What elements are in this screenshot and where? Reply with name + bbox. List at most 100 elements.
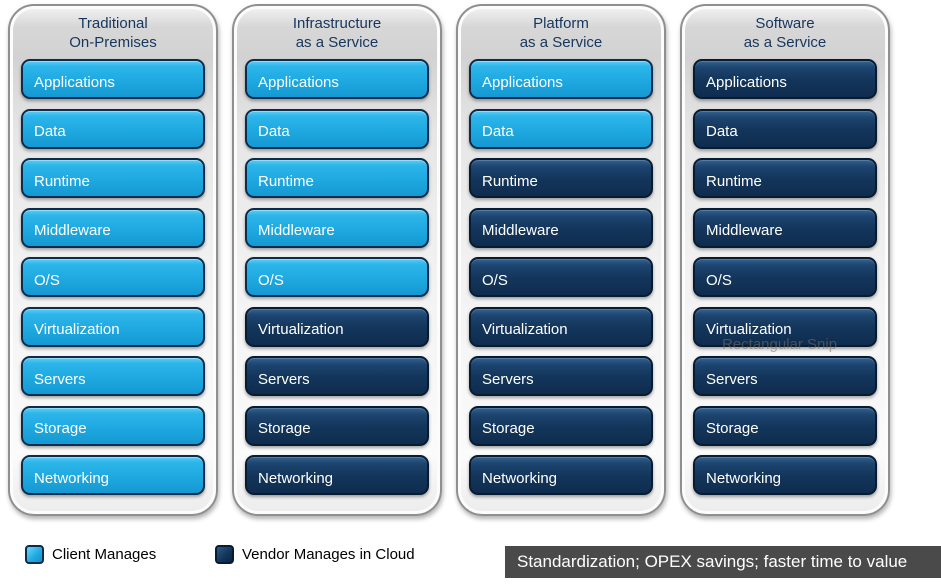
layer-box-applications: Applications [21,59,205,99]
column-panel-platform-as-a-service: Platform as a Service Applications Data … [456,4,666,516]
layer-label: Runtime [34,172,90,190]
layer-label: Servers [258,370,310,388]
column-title-line2: as a Service [295,34,379,51]
column-title-line1: Software [755,15,815,32]
layer-box-runtime: Runtime [245,158,429,198]
layer-label: O/S [34,271,60,289]
layer-box-os: O/S [245,257,429,297]
layer-label: Middleware [34,222,111,239]
layer-box-virtualization: Virtualization [693,306,877,347]
layer-label: O/S [482,271,508,289]
takeaway-banner-text: Standardization; OPEX savings; faster ti… [517,552,908,571]
layer-label: Storage [706,420,759,437]
layer-box-middleware: Middleware [469,207,653,248]
client-color-swatch-icon [25,545,44,564]
column-title-line2: On-Premises [69,34,157,51]
layer-label: Servers [482,370,534,388]
column-panel-infrastructure-as-a-service: Infrastructure as a Service Applications… [232,4,442,516]
column-title: Traditional On-Premises [10,14,216,52]
layer-label: Data [482,123,514,140]
layer-box-middleware: Middleware [245,207,429,248]
layer-label: Middleware [258,222,335,239]
column-title: Infrastructure as a Service [234,14,440,52]
service-model-panels: Traditional On-Premises Applications Dat… [8,4,890,516]
layer-box-middleware: Middleware [693,207,877,248]
layer-label: Applications [482,73,563,91]
layer-box-runtime: Runtime [693,158,877,198]
layer-label: Applications [258,73,339,91]
column-title-line2: as a Service [743,34,827,51]
layer-label: Virtualization [258,321,344,338]
column-title-line2: as a Service [519,34,603,51]
layer-stack: Applications Data Runtime Middleware O/S… [469,59,653,495]
column-title: Platform as a Service [458,14,664,52]
layer-box-data: Data [693,108,877,149]
layer-label: Virtualization [34,321,120,338]
layer-box-runtime: Runtime [21,158,205,198]
layer-label: Applications [34,73,115,91]
layer-label: Storage [34,420,87,437]
layer-stack: Applications Data Runtime Middleware O/S… [693,59,877,495]
layer-box-data: Data [245,108,429,149]
layer-box-storage: Storage [21,405,205,446]
layer-label: Storage [482,420,535,437]
takeaway-banner: Standardization; OPEX savings; faster ti… [505,546,941,578]
column-title-line1: Traditional [78,15,148,32]
vendor-color-swatch-icon [215,545,234,564]
layer-label: Data [258,123,290,140]
legend-item-client-manages: Client Manages [25,545,156,564]
layer-box-middleware: Middleware [21,207,205,248]
column-title-line1: Infrastructure [292,15,382,32]
layer-box-networking: Networking [693,455,877,495]
layer-box-storage: Storage [245,405,429,446]
layer-box-servers: Servers [469,356,653,396]
column-title: Software as a Service [682,14,888,52]
layer-label: Networking [258,469,334,487]
column-title-line1: Platform [533,15,589,32]
layer-label: O/S [706,271,732,289]
layer-label: Data [34,123,66,140]
layer-label: Runtime [482,172,538,190]
layer-label: Data [706,123,738,140]
layer-label: Storage [258,420,311,437]
layer-label: Middleware [482,222,559,239]
layer-box-applications: Applications [245,59,429,99]
layer-label: Applications [706,73,787,91]
layer-box-applications: Applications [693,59,877,99]
column-panel-software-as-a-service: Software as a Service Applications Data … [680,4,890,516]
layer-label: Networking [482,469,558,487]
column-panel-traditional-on-premises: Traditional On-Premises Applications Dat… [8,4,218,516]
layer-box-servers: Servers [21,356,205,396]
layer-box-networking: Networking [469,455,653,495]
layer-label: Runtime [706,172,762,190]
layer-box-networking: Networking [21,455,205,495]
layer-box-os: O/S [469,257,653,297]
layer-box-runtime: Runtime [469,158,653,198]
legend-label: Vendor Manages in Cloud [242,546,415,563]
layer-box-virtualization: Virtualization [469,306,653,347]
layer-label: Networking [706,469,782,487]
layer-label: O/S [258,271,284,289]
layer-label: Middleware [706,222,783,239]
layer-box-servers: Servers [693,356,877,396]
layer-label: Virtualization [482,321,568,338]
layer-box-applications: Applications [469,59,653,99]
layer-stack: Applications Data Runtime Middleware O/S… [21,59,205,495]
legend-label: Client Manages [52,546,157,563]
layer-label: Networking [34,469,110,487]
legend-item-vendor-manages: Vendor Manages in Cloud [215,545,415,564]
layer-label: Runtime [258,172,314,190]
layer-label: Servers [706,370,758,388]
layer-box-servers: Servers [245,356,429,396]
layer-box-virtualization: Virtualization [245,306,429,347]
layer-label: Virtualization [706,321,792,338]
layer-box-data: Data [469,108,653,149]
layer-box-os: O/S [693,257,877,297]
layer-box-os: O/S [21,257,205,297]
layer-label: Servers [34,370,86,388]
layer-box-storage: Storage [469,405,653,446]
layer-box-storage: Storage [693,405,877,446]
layer-stack: Applications Data Runtime Middleware O/S… [245,59,429,495]
layer-box-networking: Networking [245,455,429,495]
layer-box-data: Data [21,108,205,149]
